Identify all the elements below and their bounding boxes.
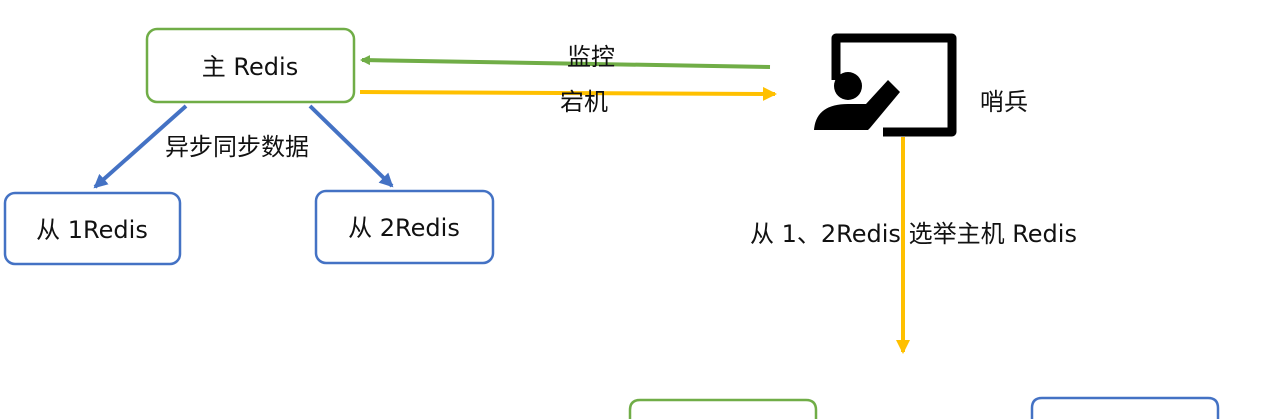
async-sync-label: 异步同步数据 [165, 133, 309, 161]
presenter-board-icon [814, 33, 957, 137]
sync-arrow-slave1 [93, 104, 188, 189]
monitor-arrow [360, 55, 771, 69]
sync-arrow-slave2 [308, 104, 394, 188]
down-label: 宕机 [560, 88, 608, 116]
down-arrow [359, 86, 777, 101]
sentinel-label: 哨兵 [980, 88, 1028, 116]
master-label: 主 Redis [202, 53, 298, 81]
new-slave-node [1030, 396, 1220, 419]
slave2-redis-node: 从 2Redis [314, 189, 495, 265]
master-redis-node: 主 Redis [145, 27, 356, 104]
monitor-label: 监控 [567, 43, 615, 71]
slave2-label: 从 2Redis [348, 214, 460, 242]
new-master-node [628, 398, 818, 419]
slave1-label: 从 1Redis [36, 216, 148, 244]
election-label: 从 1、2Redis 选举主机 Redis [750, 220, 1077, 248]
slave1-redis-node: 从 1Redis [3, 191, 182, 266]
